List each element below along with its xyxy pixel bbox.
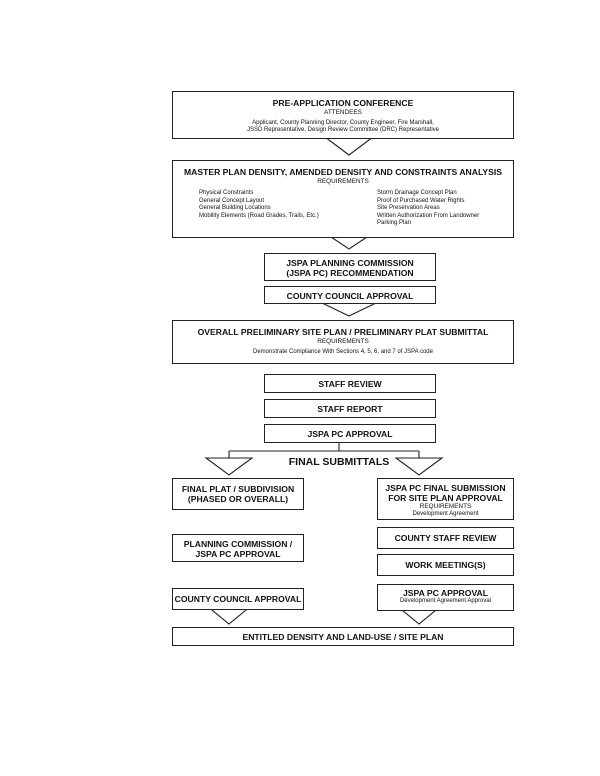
final-plat-box: FINAL PLAT / SUBDIVISION (PHASED OR OVER…: [172, 478, 304, 510]
attendees-line-2: JSSD Representative, Design Review Commi…: [246, 127, 440, 134]
jspa-final-line-1: JSPA PC FINAL SUBMISSION: [385, 483, 506, 493]
master-plan-box: MASTER PLAN DENSITY, AMENDED DENSITY AND…: [172, 160, 514, 238]
entitled-density-title: ENTITLED DENSITY AND LAND-USE / SITE PLA…: [242, 632, 444, 642]
work-meeting-title: WORK MEETING(S): [405, 560, 486, 570]
county-council-approval-title: COUNTY COUNCIL APPROVAL: [286, 291, 414, 301]
final-plat-line-2: (PHASED OR OVERALL): [187, 494, 289, 504]
requirement-item: General Concept Layout: [199, 197, 265, 204]
attendees-line-1: Applicant, County Planning Director, Cou…: [252, 120, 434, 126]
planning-commission-line-2: JSPA PC APPROVAL: [195, 549, 281, 559]
jspa-final-note: Development Agreement: [412, 511, 479, 517]
entitled-density-box: ENTITLED DENSITY AND LAND-USE / SITE PLA…: [172, 627, 514, 646]
requirement-item: Parking Plan: [377, 220, 412, 227]
planning-commission-box: PLANNING COMMISSION / JSPA PC APPROVAL: [172, 534, 304, 562]
county-council-approval-final-box: COUNTY COUNCIL APPROVAL: [172, 588, 304, 610]
final-plat-line-1: FINAL PLAT / SUBDIVISION: [181, 484, 295, 494]
staff-report-box: STAFF REPORT: [264, 399, 436, 418]
county-staff-review-box: COUNTY STAFF REVIEW: [377, 527, 514, 549]
work-meeting-box: WORK MEETING(S): [377, 554, 514, 576]
requirement-item: Written Authorization From Landowner: [377, 212, 480, 219]
county-council-approval-final-title: COUNTY COUNCIL APPROVAL: [174, 594, 302, 604]
jspa-final-line-2: FOR SITE PLAN APPROVAL: [388, 493, 503, 503]
jspa-pc-recommendation-box: JSPA PLANNING COMMISSION (JSPA PC) RECOM…: [264, 253, 436, 281]
jspa-pc-approval-box: JSPA PC APPROVAL: [264, 424, 436, 443]
county-staff-review-title: COUNTY STAFF REVIEW: [394, 533, 497, 543]
jspa-pc-approval-final-box: JSPA PC APPROVAL Development Agreement A…: [377, 584, 514, 611]
jspa-pc-approval-final-note: Development Agreement Approval: [399, 598, 492, 604]
staff-review-box: STAFF REVIEW: [264, 374, 436, 393]
arrow-down-icon: [319, 301, 379, 317]
requirement-item: Physical Constraints: [199, 190, 254, 196]
requirement-item: Site Preservation Areas: [377, 205, 440, 212]
final-submittals-heading: FINAL SUBMITTALS: [288, 456, 390, 468]
requirement-item: General Building Locations: [199, 205, 271, 212]
preliminary-title: OVERALL PRELIMINARY SITE PLAN / PRELIMIN…: [197, 327, 489, 337]
jspa-final-submission-box: JSPA PC FINAL SUBMISSION FOR SITE PLAN A…: [377, 478, 514, 520]
preliminary-submittal-box: OVERALL PRELIMINARY SITE PLAN / PRELIMIN…: [172, 320, 514, 364]
pre-application-title: PRE-APPLICATION CONFERENCE: [272, 98, 414, 108]
jspa-pc-approval-title: JSPA PC APPROVAL: [307, 429, 393, 439]
preliminary-requirements-label: REQUIREMENTS: [317, 338, 369, 345]
arrow-down-icon: [204, 457, 254, 476]
pre-application-conference-box: PRE-APPLICATION CONFERENCE ATTENDEES App…: [172, 91, 514, 139]
jspa-final-requirements-label: REQUIREMENTS: [419, 503, 472, 510]
master-plan-title: MASTER PLAN DENSITY, AMENDED DENSITY AND…: [184, 167, 502, 177]
jspa-pc-approval-final-title: JSPA PC APPROVAL: [403, 588, 488, 598]
jspa-pc-rec-line-2: (JSPA PC) RECOMMENDATION: [286, 268, 414, 278]
master-plan-left-list: Physical Constraints General Concept Lay…: [199, 190, 319, 220]
attendees-label: ATTENDEES: [324, 109, 362, 116]
requirement-item: Storm Drainage Concept Plan: [377, 190, 457, 196]
preliminary-requirement: Demonstrate Compliance With Sections 4, …: [253, 349, 433, 355]
staff-report-title: STAFF REPORT: [317, 404, 383, 414]
requirement-item: Proof of Purchased Water Rights: [377, 197, 465, 204]
jspa-pc-rec-line-1: JSPA PLANNING COMMISSION: [286, 258, 414, 268]
arrow-down-icon: [323, 136, 375, 156]
master-plan-right-list: Storm Drainage Concept Plan Proof of Pur…: [377, 190, 479, 228]
master-plan-requirements-label: REQUIREMENTS: [317, 178, 369, 185]
county-council-approval-box: COUNTY COUNCIL APPROVAL: [264, 286, 436, 304]
planning-commission-line-1: PLANNING COMMISSION /: [183, 539, 293, 549]
requirement-item: Mobility Elements (Road Grades, Trails, …: [199, 212, 319, 219]
staff-review-title: STAFF REVIEW: [318, 379, 382, 389]
